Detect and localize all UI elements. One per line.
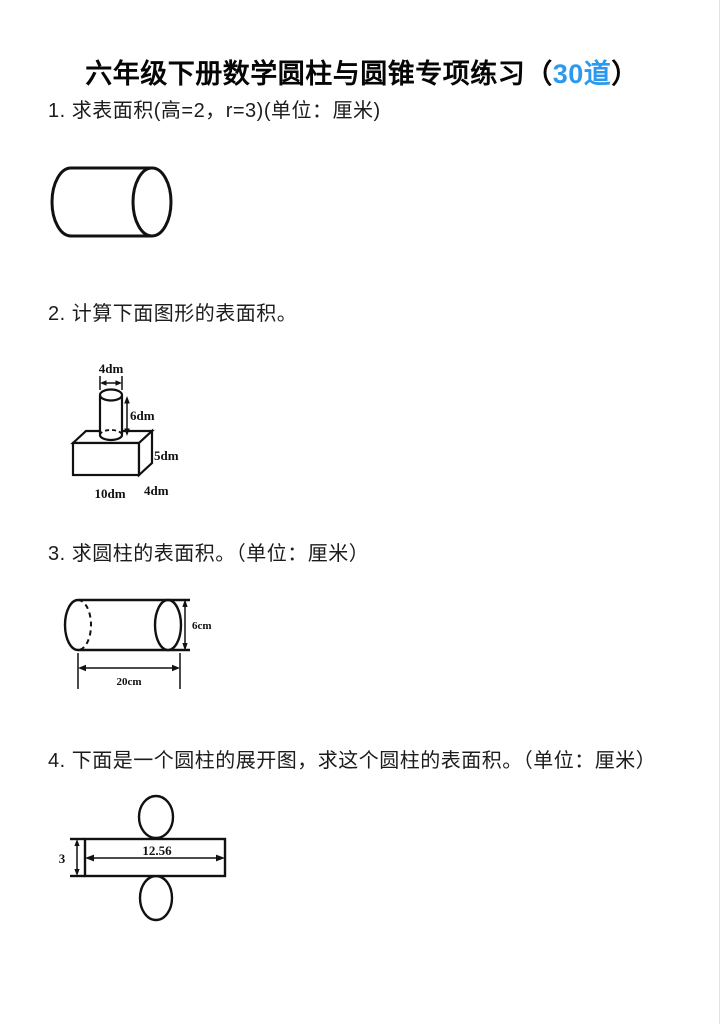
label-box-depth: 4dm [144, 483, 169, 498]
cylinder-outline [63, 598, 190, 652]
dimension-arrows [74, 839, 225, 876]
title-question-count: 30道 [552, 59, 612, 89]
box-outline [70, 428, 155, 478]
label-box-width: 10dm [94, 486, 125, 501]
label-box-height: 5dm [154, 448, 179, 463]
label-diameter: 6cm [192, 620, 212, 632]
label-cylinder-height: 6dm [130, 408, 155, 423]
cylinder-outline [50, 166, 173, 238]
figure-2-cylinder-on-box-diagram: 4dm 6dm 5dm 4dm 10dm [70, 361, 179, 501]
title-prefix: 六年级下册数学圆柱与圆锥专项练习（ [85, 59, 553, 89]
question-2-text: 2. 计算下面图形的表面积。 [48, 303, 298, 325]
worksheet-title: 六年级下册数学圆柱与圆锥专项练习（30道） [0, 52, 724, 91]
label-net-circumference: 12.56 [142, 843, 172, 858]
question-4-text: 4. 下面是一个圆柱的展开图，求这个圆柱的表面积。（单位：厘米） [48, 750, 657, 772]
label-net-height: 3 [59, 851, 66, 866]
question-3-text: 3. 求圆柱的表面积。（单位：厘米） [48, 543, 370, 565]
figure-3-cylinder-diagram: 6cm 20cm [63, 598, 212, 689]
label-length: 20cm [116, 676, 141, 688]
figure-4-cylinder-net-diagram: 3 12.56 [59, 794, 227, 922]
label-cylinder-diameter: 4dm [99, 361, 124, 376]
dimension-arrows [99, 376, 130, 436]
page-edge-divider [719, 0, 720, 1024]
cylinder-outline [98, 388, 124, 442]
dimension-arrows [77, 599, 188, 689]
figure-1-cylinder-diagram [50, 166, 173, 238]
question-1-text: 1. 求表面积(高=2，r=3)(单位：厘米) [48, 100, 381, 122]
title-suffix: ） [611, 59, 639, 89]
